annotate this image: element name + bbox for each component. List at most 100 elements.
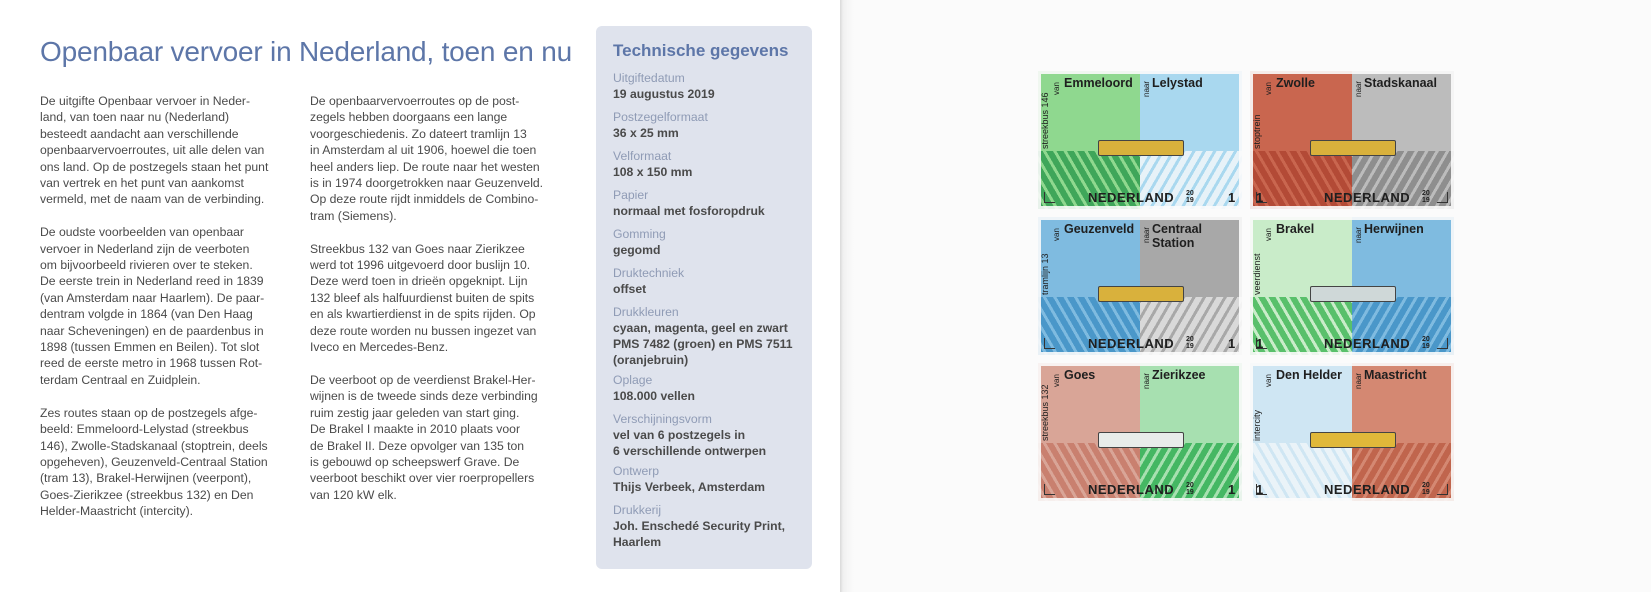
page-title: Openbaar vervoer in Nederland, toen en n… xyxy=(40,36,572,67)
stamp-image-destination xyxy=(1140,217,1242,355)
crop-mark xyxy=(1044,192,1055,203)
spec-value: 108 x 150 mm xyxy=(613,165,693,179)
spec-value: 108.000 vellen xyxy=(613,389,695,403)
spec-item: Oplage 108.000 vellen xyxy=(613,372,809,404)
stamp-value: 1 xyxy=(1228,190,1236,205)
spec-value: 19 augustus 2019 xyxy=(613,87,715,101)
spec-label: Verschijningsvorm xyxy=(613,412,712,426)
spec-label: Ontwerp xyxy=(613,464,660,478)
spec-item: Postzegelformaat 36 x 25 mm xyxy=(613,109,809,141)
stamp-destination: Zierikzee xyxy=(1152,368,1206,382)
text-column-right: De openbaarvervoerroutes op de post- zeg… xyxy=(310,93,560,520)
spec-item: Verschijningsvorm vel van 6 postzegels in… xyxy=(613,411,809,459)
stamp-year: 20 19 xyxy=(1186,482,1194,496)
paragraph: De oudste voorbeelden van openbaar vervo… xyxy=(40,225,265,387)
vehicle-illustration xyxy=(1098,286,1184,302)
stamp-landscape xyxy=(1038,297,1140,355)
paragraph: Streekbus 132 van Goes naar Zierikzee we… xyxy=(310,241,537,355)
stamp-route-label: veerdienst xyxy=(1252,253,1262,295)
crop-mark xyxy=(1044,484,1055,495)
stamp-destination: Stadskanaal xyxy=(1364,76,1437,90)
stamp-year: 20 19 xyxy=(1422,482,1430,496)
page-fold xyxy=(840,0,854,592)
spec-value: Thijs Verbeek, Amsterdam xyxy=(613,480,765,494)
stamp-landscape xyxy=(1352,443,1454,501)
spec-label: Drukkleuren xyxy=(613,305,679,319)
spec-value: 36 x 25 mm xyxy=(613,126,679,140)
crop-mark xyxy=(1256,192,1267,203)
stamp-prep-from: van xyxy=(1264,374,1273,387)
stamp-country: NEDERLAND xyxy=(1088,482,1175,497)
crop-mark xyxy=(1256,484,1267,495)
stamp-route-label: streekbus 132 xyxy=(1040,384,1050,441)
stamp-landscape xyxy=(1140,151,1242,209)
stamp-origin: Goes xyxy=(1064,368,1096,382)
stamp-prep-from: van xyxy=(1052,374,1061,387)
crop-mark xyxy=(1044,338,1055,349)
stamp-country: NEDERLAND xyxy=(1324,482,1411,497)
stamp-prep-from: van xyxy=(1052,228,1061,241)
stamp-destination: Lelystad xyxy=(1152,76,1203,90)
stamp-route-label: tramlijn 13 xyxy=(1040,253,1050,295)
crop-mark xyxy=(1437,484,1448,495)
stamp-prep-to: naar xyxy=(1354,226,1363,243)
stamp-value: 1 xyxy=(1256,190,1264,205)
stamp-value: 1 xyxy=(1256,482,1264,497)
stamp-landscape xyxy=(1352,297,1454,355)
stamp-prep-to: naar xyxy=(1142,372,1151,389)
stamp-destination: Centraal Station xyxy=(1152,222,1203,250)
stamp-year: 20 19 xyxy=(1422,336,1430,350)
stamp-prep-from: van xyxy=(1052,82,1061,95)
stamp-landscape xyxy=(1140,443,1242,501)
stamp-route-label: intercity xyxy=(1252,409,1262,441)
spec-value: vel van 6 postzegels in 6 verschillende … xyxy=(613,428,767,458)
stamp-year: 20 19 xyxy=(1422,190,1430,204)
left-page: Openbaar vervoer in Nederland, toen en n… xyxy=(40,26,812,569)
stamp-value: 1 xyxy=(1256,336,1264,351)
stamp-value: 1 xyxy=(1228,336,1236,351)
stamp-prep-to: naar xyxy=(1354,80,1363,97)
stamp-prep-from: van xyxy=(1264,228,1273,241)
stamp-landscape xyxy=(1250,443,1352,501)
vehicle-illustration xyxy=(1098,432,1184,448)
text-column-left: De uitgifte Openbaar vervoer in Neder- l… xyxy=(40,93,272,536)
spec-value: gegomd xyxy=(613,243,661,257)
stamp-prep-to: naar xyxy=(1142,80,1151,97)
stamp-origin: Zwolle xyxy=(1276,76,1315,90)
spec-item: Drukkleuren cyaan, magenta, geel en zwart… xyxy=(613,304,809,368)
stamp-year: 20 19 xyxy=(1186,190,1194,204)
stamp-destination: Maastricht xyxy=(1364,368,1427,382)
spec-value: Joh. Enschedé Security Print, Haarlem xyxy=(613,519,786,549)
vehicle-illustration xyxy=(1310,140,1396,156)
paragraph: De uitgifte Openbaar vervoer in Neder- l… xyxy=(40,94,269,207)
stamp-country: NEDERLAND xyxy=(1324,336,1411,351)
stamp-landscape xyxy=(1352,151,1454,209)
spec-label: Gomming xyxy=(613,227,666,241)
paragraph: De veerboot op de veerdienst Brakel-Her-… xyxy=(310,372,538,502)
crop-mark xyxy=(1437,192,1448,203)
stamp-value: 1 xyxy=(1228,482,1236,497)
paragraph: De openbaarvervoerroutes op de post- zeg… xyxy=(310,94,544,223)
stamp-origin: Den Helder xyxy=(1276,368,1342,382)
spec-label: Oplage xyxy=(613,373,653,387)
spec-label: Papier xyxy=(613,188,649,202)
stamp-route-label: streekbus 146 xyxy=(1040,92,1050,149)
spec-label: Postzegelformaat xyxy=(613,110,708,124)
technical-details-heading: Technische gegevens xyxy=(613,41,789,60)
spec-label: Druktechniek xyxy=(613,266,685,280)
vehicle-illustration xyxy=(1310,432,1396,448)
spec-value: cyaan, magenta, geel en zwart PMS 7482 (… xyxy=(613,321,793,367)
stamp-country: NEDERLAND xyxy=(1324,190,1411,205)
paragraph: Zes routes staan op de postzegels afge- … xyxy=(40,405,268,519)
crop-mark xyxy=(1256,338,1267,349)
